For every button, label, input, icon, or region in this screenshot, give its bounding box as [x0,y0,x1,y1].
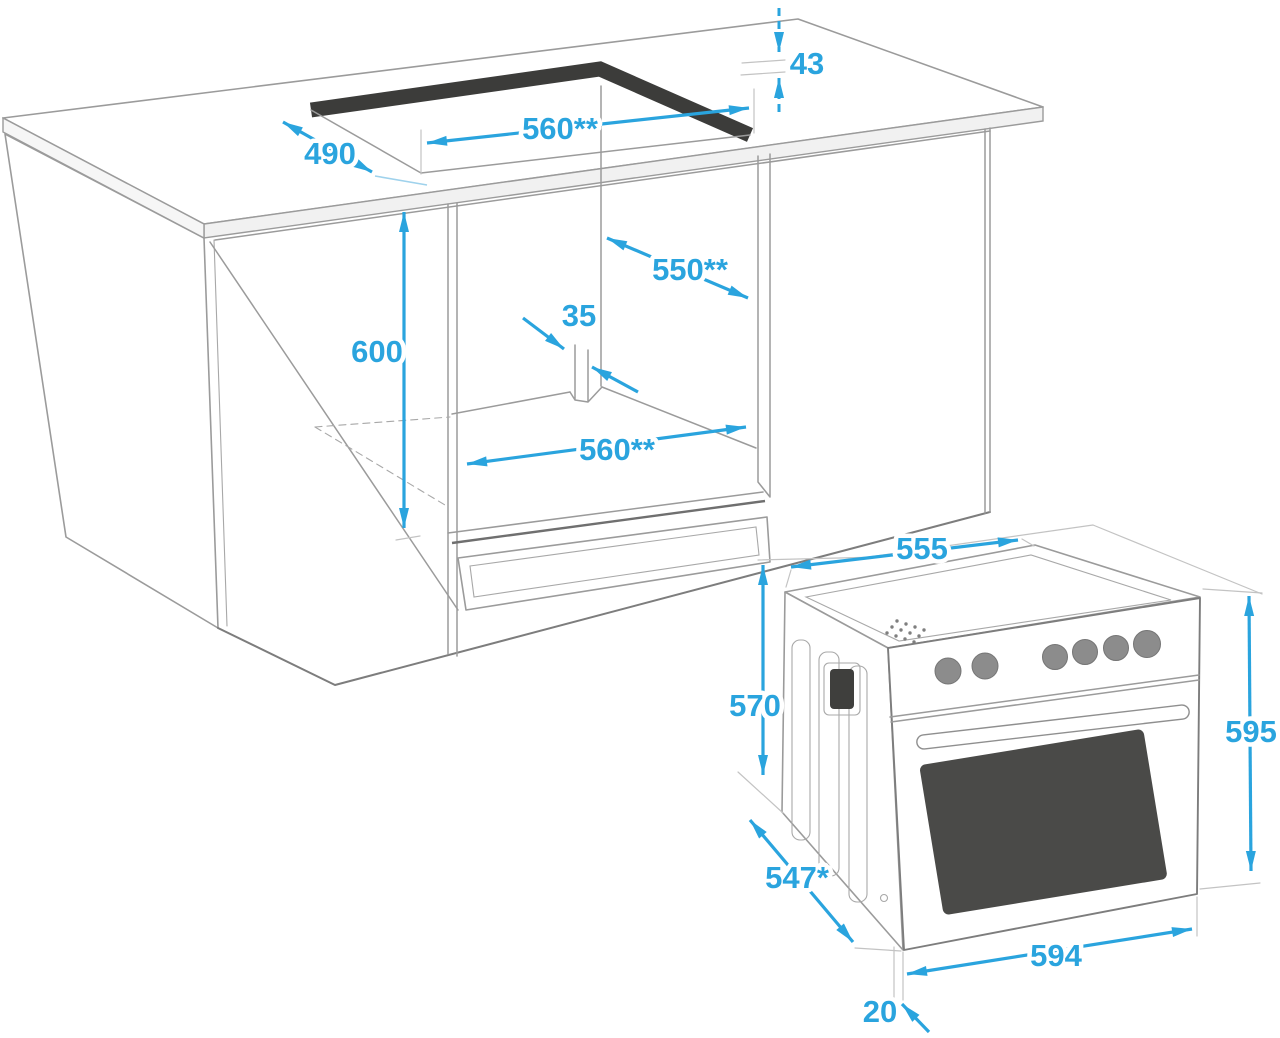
oven-knob-5 [1103,635,1129,661]
niche-floor-back-edge [451,391,571,415]
dim-cutout-width: 560** [420,88,755,175]
dim-niche-height-label: 600 [351,334,403,369]
niche-bottom-rail [451,499,766,545]
cabinet-right-end-edge [984,127,991,514]
hidden-floor-back-edge [314,416,451,428]
dim-cutout-depth: 490 [282,120,428,186]
dim-ext-ticks [740,59,786,76]
dim-ext-line [854,947,902,952]
oven-knob-3 [1042,644,1068,670]
cabinet-top-rail [214,130,991,241]
dim-ext-lines [893,896,1198,1001]
oven-door-handle [916,704,1190,750]
worktop-cabinet-drawing: 43 560** 490 550** 35 600 560** [2,8,1044,686]
dim-ext-lines [1199,588,1263,890]
dim-arrow [282,120,373,174]
dim-front-width-label: 594 [1030,938,1082,973]
dim-niche-depth-label: 550** [652,252,729,287]
dim-arrow-a [522,316,565,351]
dim-carcass-height-label: 570 [729,688,781,723]
dim-carcass-depth: 547* [748,818,902,952]
cabinet-left-front-edge [213,239,228,627]
oven-door-window [920,729,1167,915]
dim-niche-height: 600 [347,212,409,528]
niche-floor-front-edge [447,491,764,534]
dim-ext-lines [785,538,1035,588]
dim-arrow [906,927,1193,976]
dim-frame-overhang-label: 20 [863,994,897,1029]
dim-rear-vent-gap: 35 [522,294,639,394]
oven-side-face [781,591,904,951]
worktop-left-end [2,116,205,240]
oven-side-handle-recess [830,669,854,709]
oven-side-handle-frame [823,662,861,716]
dim-worktop-thickness: 43 [740,8,829,112]
dim-arrow [606,236,749,300]
dim-front-height-label: 595 [1225,714,1277,749]
oven-knob-1 [934,657,962,685]
dim-ext-lines [420,88,755,175]
dim-top-depth-label: 555 [896,531,948,566]
hidden-floor-side-edge [314,426,446,506]
dim-front-width: 594 [893,896,1198,1001]
oven-drawing: 555 570 595 547* 594 20 [725,524,1280,1034]
dim-carcass-height: 570 [725,565,785,814]
dim-worktop-thickness-label: 43 [790,46,824,81]
dim-arrow [900,1002,931,1034]
rear-gap-step [569,344,603,403]
oven-top-vents [885,619,926,644]
dim-ext-line [737,771,784,814]
oven-side-panel-3 [848,665,868,903]
dim-front-height: 595 [1199,588,1280,890]
oven-control-panel-divider [889,674,1200,723]
dim-niche-width: 560** [466,424,747,472]
dim-carcass-depth-label: 547* [765,860,830,895]
drawer-panel-inner [469,526,760,598]
oven-knob-6 [1133,630,1161,658]
dim-arrow [426,105,750,146]
dim-arrow [1244,595,1256,872]
dim-arrow [790,537,1019,570]
dim-rear-vent-gap-label: 35 [562,298,596,333]
dim-top-depth: 555 [785,527,1035,588]
oven-knob-4 [1072,639,1098,665]
dim-frame-overhang: 20 [858,990,931,1034]
dim-niche-depth: 550** [606,236,749,300]
cabinet-bottom-silhouette [217,511,991,686]
dim-cutout-depth-label: 490 [304,136,356,171]
oven-knobs [934,630,1161,685]
drawer-front [457,516,771,611]
dim-ext-line [374,175,428,186]
oven-hinge-dot [879,893,889,903]
dim-arrow [466,424,747,467]
dim-arrow-b [591,365,639,394]
dim-arrow [748,818,855,944]
dim-niche-width-label: 560** [579,432,656,467]
niche-height-base-tick [395,535,421,541]
dim-cutout-width-label: 560** [522,111,599,146]
niche-left-edge-pair [447,202,458,657]
niche-right-edge-pair [757,153,771,498]
oven-knob-2 [971,652,999,680]
drawer-panel [457,516,771,611]
